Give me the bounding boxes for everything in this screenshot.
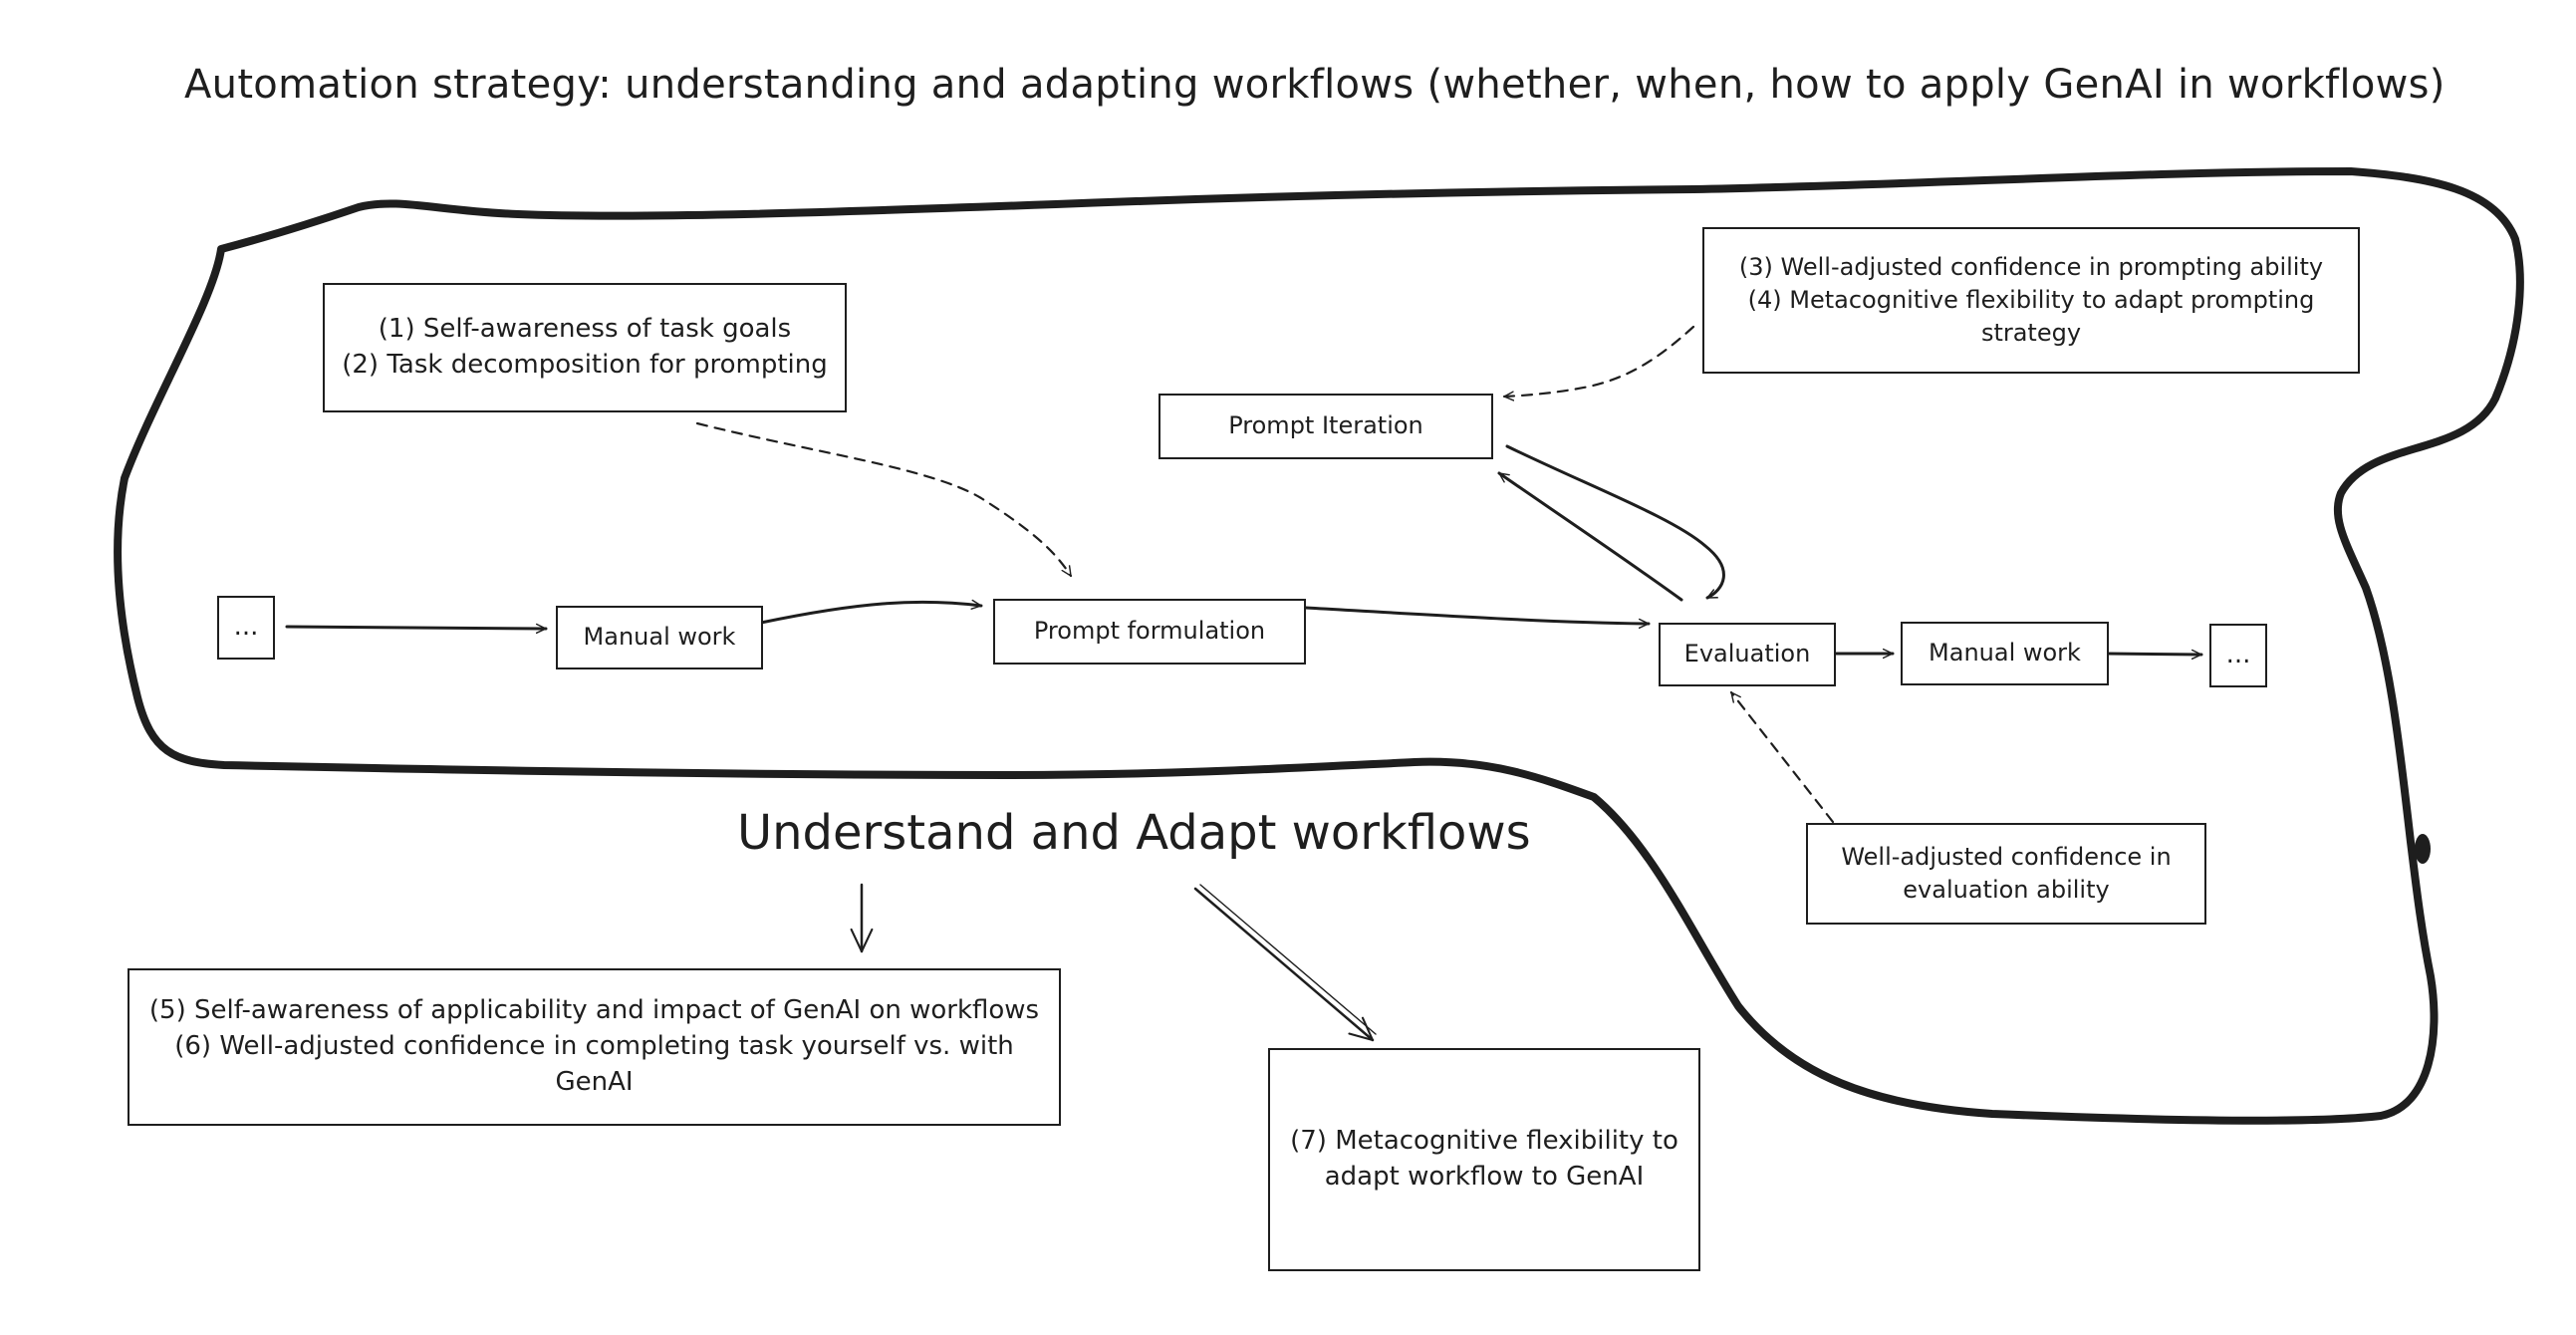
- annotation-task-goals-line-1: (1) Self-awareness of task goals: [378, 314, 792, 345]
- node-manual-work-1-label: Manual work: [583, 623, 736, 652]
- node-start-ellipsis: ...: [217, 596, 275, 660]
- annotation-evaluation-confidence: Well-adjusted confidence in evaluation a…: [1806, 823, 2206, 925]
- dashed-arrow-evalconf-to-evaluation: [1729, 690, 1835, 824]
- annotation-prompting-confidence-line-1: (3) Well-adjusted confidence in promptin…: [1738, 252, 2324, 281]
- dashed-arrow-confidence-to-iteration: [1502, 325, 1695, 397]
- arrow-evaluation-to-iteration: [1497, 471, 1683, 602]
- node-start-ellipsis-label: ...: [233, 612, 259, 643]
- arrow-manual-to-prompt: [759, 602, 983, 625]
- arrow-iteration-to-evaluation: [1505, 444, 1725, 600]
- dashed-arrow-goals-to-prompt: [695, 421, 1073, 578]
- node-end-ellipsis: ...: [2209, 624, 2267, 687]
- annotation-task-goals: (1) Self-awareness of task goals (2) Tas…: [323, 283, 847, 412]
- annotation-workflow-flexibility: (7) Metacognitive flexibility to adapt w…: [1268, 1048, 1700, 1271]
- annotation-prompting-confidence-line-2: (4) Metacognitive flexibility to adapt p…: [1747, 285, 2315, 348]
- node-evaluation: Evaluation: [1659, 623, 1836, 686]
- workflow-boundary: [114, 167, 2524, 1125]
- boundary-blot: [2415, 834, 2431, 864]
- annotation-workflow-awareness-line-2: (6) Well-adjusted confidence in completi…: [174, 1031, 1014, 1097]
- annotation-workflow-flexibility-line-1: (7) Metacognitive flexibility to adapt w…: [1290, 1126, 1678, 1192]
- node-manual-work-1: Manual work: [556, 606, 763, 669]
- annotation-workflow-awareness-line-1: (5) Self-awareness of applicability and …: [148, 995, 1040, 1026]
- arrow-section-to-flexibility-shadow: [1199, 884, 1377, 1035]
- page-title: Automation strategy: understanding and a…: [184, 62, 2446, 108]
- arrow-prompt-to-evaluation: [1304, 606, 1651, 624]
- node-prompt-formulation-label: Prompt formulation: [1033, 617, 1266, 646]
- node-prompt-iteration-label: Prompt Iteration: [1228, 411, 1423, 440]
- node-manual-work-2-label: Manual work: [1929, 639, 2081, 668]
- arrow-section-to-flexibility: [1193, 887, 1375, 1042]
- arrow-start-to-manual: [285, 627, 548, 629]
- node-prompt-iteration: Prompt Iteration: [1159, 394, 1493, 459]
- annotation-task-goals-line-2: (2) Task decomposition for prompting: [342, 350, 828, 380]
- node-evaluation-label: Evaluation: [1683, 640, 1811, 668]
- node-end-ellipsis-label: ...: [2225, 640, 2251, 670]
- section-title: Understand and Adapt workflows: [737, 805, 1531, 861]
- annotation-prompting-confidence: (3) Well-adjusted confidence in promptin…: [1702, 227, 2360, 374]
- node-manual-work-2: Manual work: [1901, 622, 2109, 685]
- annotation-evaluation-confidence-line-1: Well-adjusted confidence in evaluation a…: [1841, 842, 2172, 904]
- node-prompt-formulation: Prompt formulation: [993, 599, 1306, 665]
- annotation-workflow-awareness: (5) Self-awareness of applicability and …: [128, 968, 1061, 1126]
- arrow-manual-to-end: [2105, 654, 2203, 655]
